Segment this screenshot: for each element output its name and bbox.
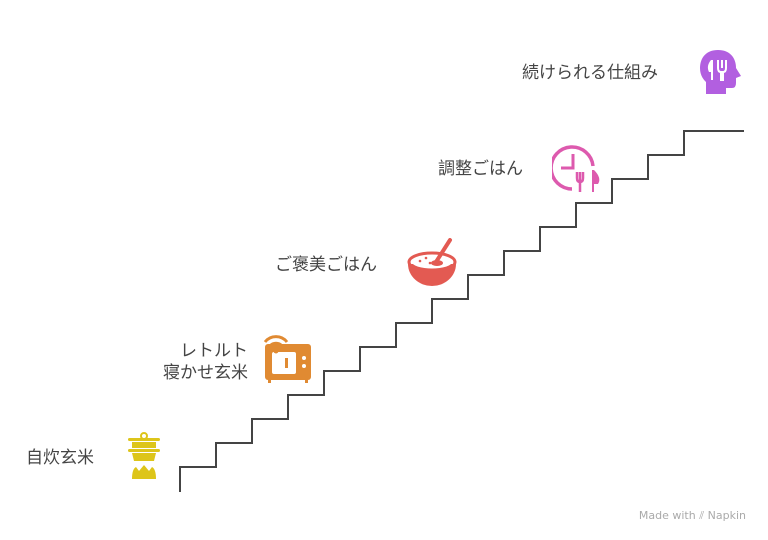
- watermark-brand: Napkin: [707, 509, 746, 522]
- step-label-line1: レトルト: [180, 341, 248, 361]
- rice-cooker-pot-icon: [128, 432, 160, 479]
- step-label-retort: レトルト 寝かせ玄米: [130, 340, 248, 384]
- step-label-adjusted-meal: 調整ごはん: [438, 159, 523, 179]
- step-label-home-cooked-brown-rice: 自炊玄米: [26, 448, 94, 468]
- step-label-line2: 寝かせ玄米: [163, 363, 248, 383]
- watermark-prefix: Made with: [638, 509, 696, 522]
- step-label-sustainable-system: 続けられる仕組み: [522, 63, 658, 83]
- napkin-logo-icon: ⫽: [699, 509, 705, 522]
- head-fork-icon: [700, 50, 741, 94]
- napkin-watermark: Made with ⫽ Napkin: [639, 509, 746, 523]
- step-label-reward-meal: ご褒美ごはん: [275, 255, 377, 275]
- microwave-icon: [263, 335, 311, 383]
- bowl-spoon-icon: [407, 238, 457, 286]
- clock-meal-icon: [552, 145, 600, 192]
